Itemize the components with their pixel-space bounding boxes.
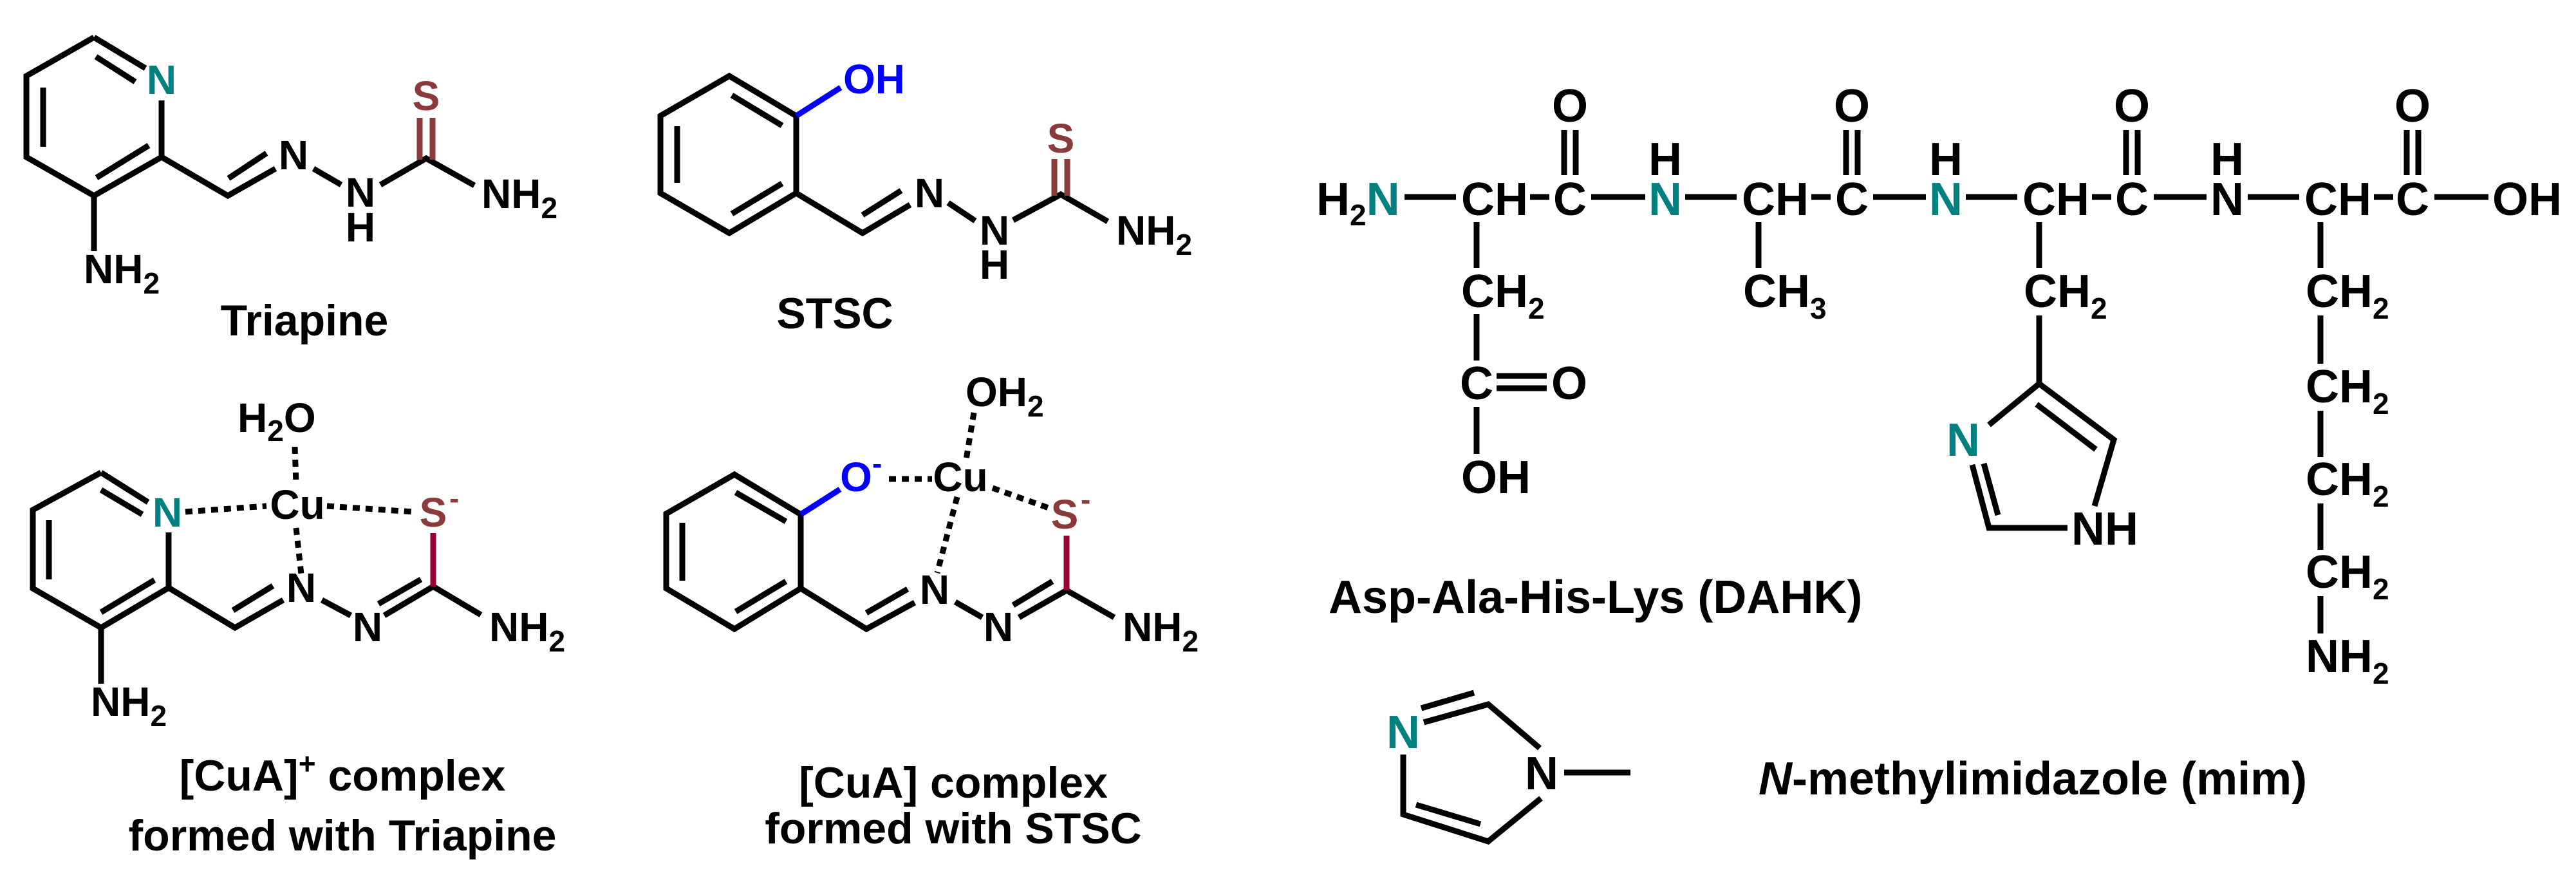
- water-ligand: H2O: [238, 395, 316, 447]
- amine-group: NH2: [91, 679, 167, 733]
- asp-carbonyl-carbon: C: [1553, 174, 1587, 225]
- cu-triapine-label-line2: formed with Triapine: [129, 811, 557, 860]
- c-terminus-hydroxyl: OH: [2492, 174, 2562, 225]
- triapine-structure: N NH2 N N H S NH2 Triapine: [23, 35, 557, 345]
- ring-nitrogen: N: [153, 489, 182, 536]
- lys-side-ch2-4: CH2: [2306, 547, 2389, 606]
- terminal-amine: NH2: [1116, 207, 1192, 261]
- amide-hydrogen-2: H: [1929, 134, 1963, 185]
- imidazole-n1: N: [1525, 748, 1558, 800]
- imine-nitrogen: N: [915, 170, 944, 216]
- imine-nitrogen: N: [279, 132, 308, 178]
- triapine-label: Triapine: [221, 296, 389, 345]
- dahk-peptide-structure: H2N CH C O H N CH C O H N CH C O H N CH …: [1316, 80, 2562, 690]
- phenolate-charge: -: [872, 447, 882, 480]
- hydroxyl-group: OH: [843, 56, 905, 102]
- water-ligand: OH2: [966, 369, 1044, 423]
- imidazole-nitrogen: N: [1946, 415, 1980, 466]
- mim-label: N-methylimidazole (mim): [1759, 753, 2307, 805]
- cu-stsc-label-line2: formed with STSC: [765, 804, 1142, 853]
- asp-alpha-carbon: CH: [1461, 174, 1528, 225]
- stsc-structure: OH N N H S NH2 STSC: [657, 56, 1192, 338]
- imidazole-nh: NH: [2071, 503, 2138, 555]
- asp-side-carboxyl-carbon: C: [1460, 358, 1493, 409]
- amide-hydrogen-1: H: [1648, 134, 1682, 185]
- ala-side-ch3: CH3: [1743, 266, 1827, 325]
- cu-stsc-complex: OH2 Cu O - N N S - NH2 [CuA] complex for…: [663, 369, 1199, 853]
- copper-center: Cu: [270, 482, 324, 528]
- hydrazine-hydrogen: H: [346, 204, 375, 250]
- lys-side-ch2-1: CH2: [2306, 266, 2389, 325]
- terminal-amine: NH2: [489, 604, 565, 658]
- imidazole-n3: N: [1386, 707, 1420, 758]
- imine-nitrogen: N: [920, 567, 949, 613]
- thiolate-sulfur: S: [420, 489, 447, 536]
- amide-hydrogen-3: H: [2210, 134, 2244, 185]
- n-terminus-amine: H2N: [1316, 174, 1400, 232]
- asp-side-carboxyl-oxygen: O: [1551, 358, 1587, 409]
- thione-sulfur: S: [1047, 115, 1075, 162]
- ala-alpha-carbon: CH: [1742, 174, 1809, 225]
- hydrazine-nitrogen: N: [980, 207, 1009, 254]
- terminal-amine: NH2: [481, 171, 557, 225]
- asp-side-ch2: CH2: [1461, 266, 1545, 325]
- his-side-ch2: CH2: [2024, 266, 2107, 325]
- hydrazine-nitrogen: N: [353, 604, 382, 650]
- lys-side-ch2-2: CH2: [2306, 361, 2389, 420]
- lys-carboxyl-oxygen: O: [2394, 80, 2431, 132]
- lys-alpha-carbon: CH: [2304, 174, 2371, 225]
- ala-carbonyl-oxygen: O: [1834, 80, 1870, 132]
- his-carbonyl-oxygen: O: [2114, 80, 2150, 132]
- imine-nitrogen: N: [286, 565, 316, 611]
- amine-group: NH2: [84, 246, 160, 300]
- thiolate-sulfur: S: [1051, 491, 1079, 538]
- hydrazine-nitrogen: N: [346, 169, 375, 216]
- copper-center: Cu: [933, 454, 987, 500]
- amide-nitrogen-2: N: [1929, 174, 1963, 225]
- ring-nitrogen: N: [147, 57, 176, 103]
- stsc-label: STSC: [776, 289, 893, 338]
- lys-carboxyl-carbon: C: [2396, 174, 2429, 225]
- amide-nitrogen-3: N: [2210, 174, 2244, 225]
- hydrazine-hydrogen: H: [980, 241, 1009, 288]
- cu-stsc-label-line1: [CuA] complex: [799, 758, 1108, 807]
- terminal-amine: NH2: [1123, 604, 1199, 658]
- his-alpha-carbon: CH: [2022, 174, 2089, 225]
- dahk-label: Asp-Ala-His-Lys (DAHK): [1329, 572, 1862, 623]
- lys-side-amine: NH2: [2306, 631, 2389, 690]
- ala-carbonyl-carbon: C: [1835, 174, 1869, 225]
- his-carbonyl-carbon: C: [2115, 174, 2149, 225]
- phenolate-oxygen: O: [840, 454, 872, 500]
- n-methylimidazole-structure: N N N-methylimidazole (mim): [1386, 689, 2307, 845]
- thione-sulfur: S: [413, 73, 440, 119]
- cu-triapine-label-line1: [CuA]+ complex: [180, 747, 506, 800]
- hydrazine-nitrogen: N: [984, 604, 1013, 650]
- thiolate-charge: -: [1081, 483, 1090, 516]
- lys-side-ch2-3: CH2: [2306, 454, 2389, 513]
- asp-carbonyl-oxygen: O: [1552, 80, 1588, 132]
- thiolate-charge: -: [449, 482, 459, 515]
- asp-side-hydroxyl: OH: [1461, 452, 1531, 503]
- cu-triapine-complex: H2O Cu N NH2 N N S - NH2 [CuA]+ complex …: [30, 395, 565, 860]
- amide-nitrogen-1: N: [1648, 174, 1682, 225]
